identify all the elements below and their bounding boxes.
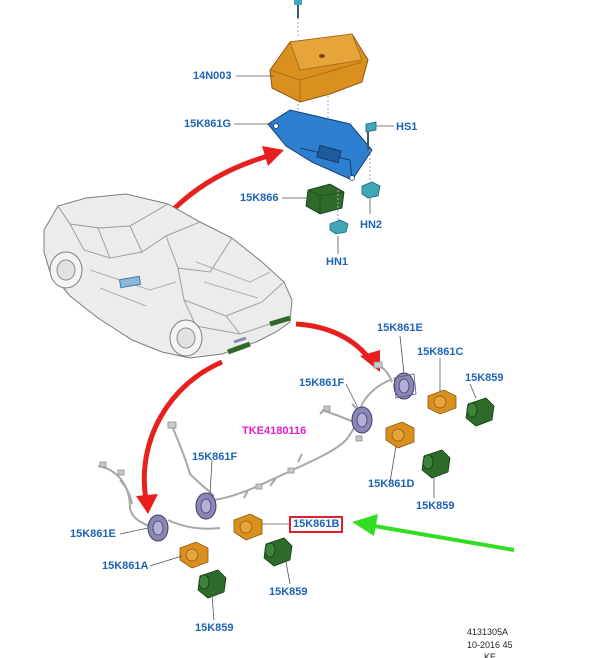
module-15k866 xyxy=(305,183,345,215)
label-15k859-right-top: 15K859 xyxy=(465,372,504,384)
red-arrow-left-group xyxy=(136,359,223,514)
label-15k859-left-mid: 15K859 xyxy=(269,586,308,598)
leader-lines xyxy=(119,75,477,621)
label-15k861e-left: 15K861E xyxy=(70,528,116,540)
label-hn2: HN2 xyxy=(360,219,383,231)
sensor-housing-e-right xyxy=(393,372,417,400)
label-hn1: HN1 xyxy=(326,256,349,268)
red-arrow-right-group xyxy=(295,321,380,372)
label-15k861f-right: 15K861F xyxy=(299,377,345,389)
sensor-bracket-b xyxy=(233,513,263,541)
label-15k861f-left: 15K861F xyxy=(192,451,238,463)
sensor-housing-f-right xyxy=(351,406,373,434)
footer-code: KE xyxy=(484,652,497,658)
module-cover xyxy=(269,33,369,135)
green-arrow xyxy=(352,514,515,552)
sensor-housing-e-left xyxy=(147,514,169,542)
label-14n003: 14N003 xyxy=(193,70,232,82)
label-15k866: 15K866 xyxy=(240,192,279,204)
sensor-housing-f-left xyxy=(195,492,217,520)
sensor-bracket-d-right xyxy=(385,421,415,449)
label-15k861d-right: 15K861D xyxy=(368,478,415,490)
label-15k859-left-bottom: 15K859 xyxy=(195,622,234,634)
sensor-859-right-bottom xyxy=(421,449,451,479)
footer-date: 10-2016 45 xyxy=(467,640,513,650)
truck-illustration xyxy=(43,193,293,359)
sensor-bracket-c-right xyxy=(427,389,457,415)
sensor-859-left-mid xyxy=(263,537,293,567)
label-harness: TKE4180116 xyxy=(242,425,307,437)
bracket-plate xyxy=(267,109,373,181)
label-15k859-right-bottom: 15K859 xyxy=(416,500,455,512)
label-15k861g: 15K861G xyxy=(184,118,232,130)
nut-hn2 xyxy=(361,150,381,214)
label-15k861a-left: 15K861A xyxy=(102,560,149,572)
nut-hn1 xyxy=(329,190,349,254)
screw-hs1 xyxy=(365,121,394,150)
top-screw xyxy=(294,0,302,36)
footer-ref-number: 4131305A xyxy=(467,627,509,637)
harness-clips xyxy=(99,361,383,490)
label-15k861c-right: 15K861C xyxy=(417,346,464,358)
label-15k861b-highlighted: 15K861B xyxy=(289,516,344,533)
label-15k861e-right: 15K861E xyxy=(377,322,423,334)
label-hs1: HS1 xyxy=(396,121,418,133)
sensor-bracket-a xyxy=(179,541,209,569)
sensor-859-left-bottom xyxy=(197,569,227,599)
sensor-859-right-top xyxy=(465,397,495,427)
